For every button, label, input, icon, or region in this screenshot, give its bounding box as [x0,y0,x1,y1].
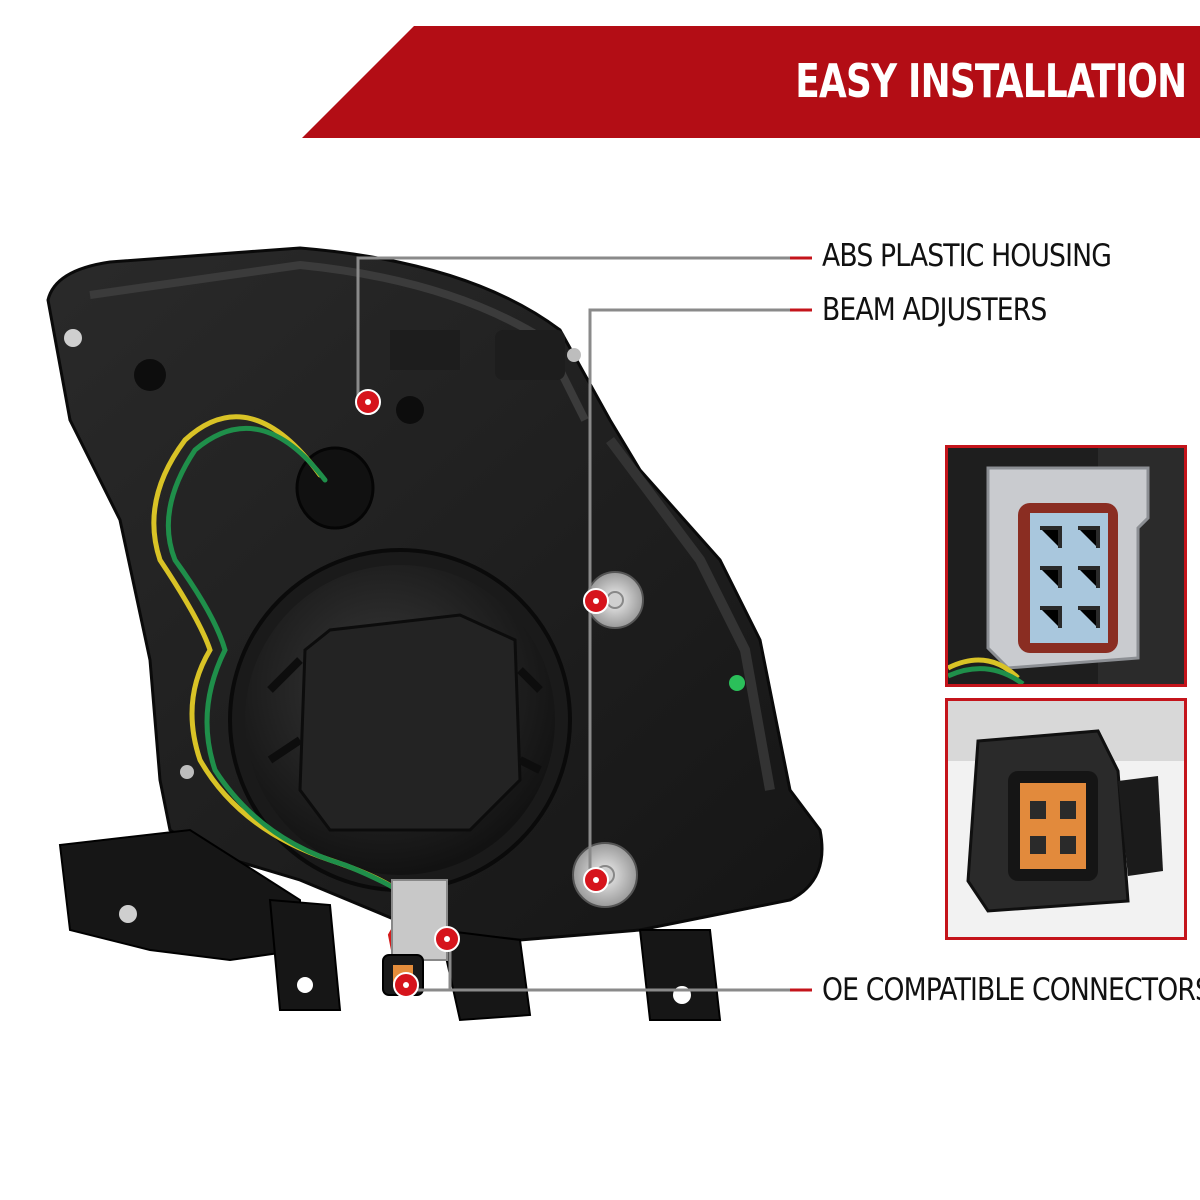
callout-leader-ends [790,256,812,992]
callout-markers [355,389,609,998]
inset-black-connector [945,698,1187,940]
banner-title: EASY INSTALLATION [794,54,1187,108]
black-connector-photo [948,701,1184,937]
inset-gray-connector [945,445,1187,687]
bulb-cap [228,548,572,892]
callout-abs-plastic-housing: ABS PLASTIC HOUSING [822,238,1112,274]
callout-beam-adjusters: BEAM ADJUSTERS [822,292,1047,328]
callout-leaders [356,256,812,992]
header-banner: EASY INSTALLATION [302,26,1200,138]
callout-oe-connectors: OE COMPATIBLE CONNECTORS [822,972,1200,1008]
gray-connector-photo [948,448,1184,684]
